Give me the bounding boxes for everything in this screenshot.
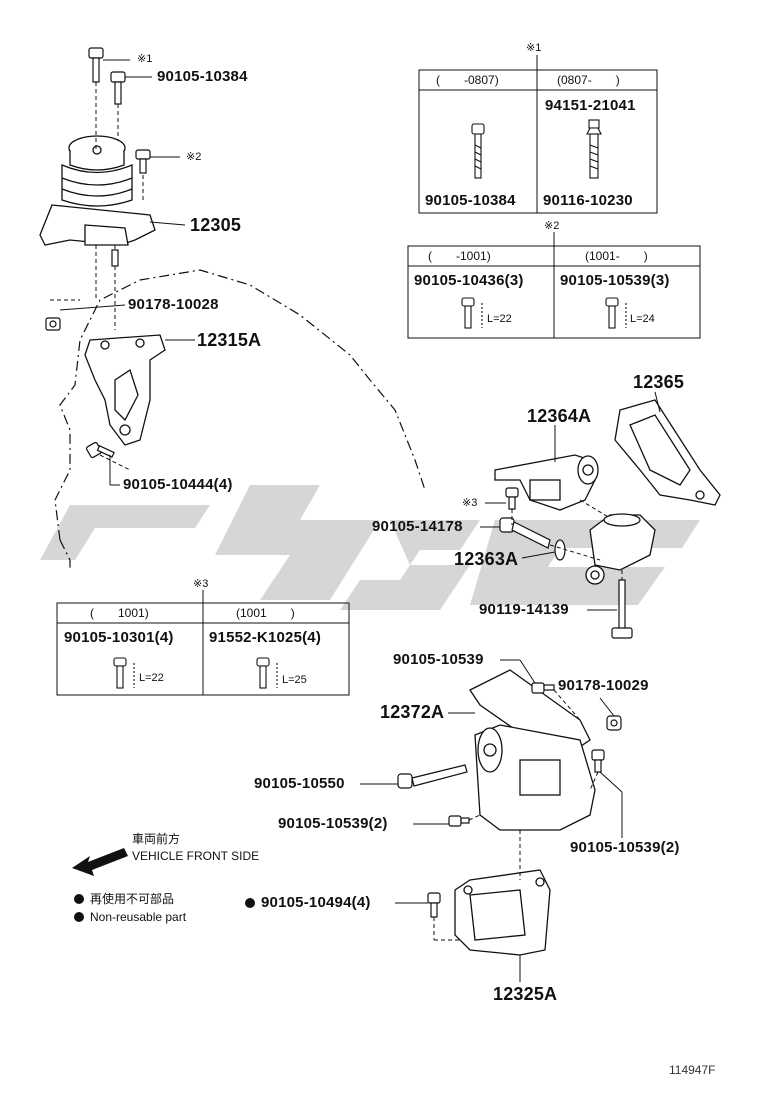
bracket-12372A <box>469 669 596 831</box>
table2-bolt-right <box>605 297 627 329</box>
bolt-90105-10444 <box>85 441 115 459</box>
cover-12365 <box>614 399 721 506</box>
mark-1-table: ※1 <box>526 42 542 54</box>
table-markers <box>536 55 555 246</box>
part-90105-10539: 90105-10539 <box>393 651 484 668</box>
table3-col2-header: (1001 ) <box>236 606 295 620</box>
table2-col1-length: L=22 <box>487 313 512 325</box>
table3-col1-length: L=22 <box>139 672 164 684</box>
mark-3-table: ※3 <box>193 578 209 590</box>
engine-outline <box>54 269 426 570</box>
part-90178-10028: 90178-10028 <box>128 296 219 313</box>
non-reusable-dot-icon <box>245 898 255 908</box>
legend-dot-icon-2 <box>74 912 84 922</box>
mark-1-bolt: ※1 <box>137 53 153 65</box>
part-90105-10444: 90105-10444(4) <box>123 476 233 493</box>
bracket-12315A <box>84 334 166 446</box>
engine-mount-12305 <box>39 135 156 246</box>
table2-bolt-left <box>461 297 483 329</box>
bracket-12325A <box>454 869 551 956</box>
document-id: 114947F <box>669 1063 716 1077</box>
table2-col2-header: (1001- ) <box>585 249 648 263</box>
washer-12363A <box>554 539 566 561</box>
bolt-m1 <box>88 47 104 83</box>
assembly-lines-lower <box>433 499 623 941</box>
table1-col2-part-bottom: 90116-10230 <box>543 192 633 209</box>
part-90105-10494-label: 90105-10494(4) <box>261 894 371 911</box>
table2-col1-header: ( -1001) <box>428 249 491 263</box>
bolt-90105-14178 <box>499 517 551 549</box>
bolt-90105-10550 <box>397 764 468 789</box>
bolt-m2 <box>135 149 151 174</box>
bracket-12364A <box>494 454 599 511</box>
part-12325A: 12325A <box>493 984 558 1004</box>
table3-bolt-right <box>256 657 278 689</box>
legend-front-en: VEHICLE FRONT SIDE <box>132 849 260 863</box>
table1-border <box>418 69 658 214</box>
part-12363A: 12363A <box>454 549 519 569</box>
bolt-90105-10539-b <box>448 815 470 827</box>
part-90105-10384: 90105-10384 <box>157 68 248 85</box>
part-90178-10029: 90178-10029 <box>558 677 649 694</box>
leader-lines <box>59 59 661 982</box>
mark-2-bolt: ※2 <box>186 151 202 163</box>
nut-90178-10029 <box>606 715 622 731</box>
mark-2-table: ※2 <box>544 220 560 232</box>
legend-front-jp: 車両前方 <box>132 832 181 846</box>
table1-col1-part: 90105-10384 <box>425 192 516 209</box>
bolt-90105-10494 <box>427 892 441 918</box>
legend-nonreuse-en-label: Non-reusable part <box>90 910 187 924</box>
table1-col1-header: ( -0807) <box>436 73 499 87</box>
legend-dot-icon <box>74 894 84 904</box>
mount-12363A <box>585 513 656 585</box>
table2-col2-part: 90105-10539(3) <box>560 272 670 289</box>
vehicle-front-arrow-icon <box>72 848 128 876</box>
table3-bolt-left <box>113 657 135 689</box>
part-90105-10550: 90105-10550 <box>254 775 345 792</box>
part-90119-14139: 90119-14139 <box>479 601 569 618</box>
part-12365: 12365 <box>633 372 685 392</box>
legend-nonreuse-jp-label: 再使用不可部品 <box>90 892 175 906</box>
table1-bolt-left <box>471 123 485 179</box>
table1-col2-header: (0807- ) <box>557 73 620 87</box>
table1-bolt-right <box>586 119 602 179</box>
table2-col2-length: L=24 <box>630 313 655 325</box>
part-12315A: 12315A <box>197 330 262 350</box>
bolt-90105-10539-a <box>531 682 555 694</box>
part-90105-14178: 90105-14178 <box>372 518 463 535</box>
table3-col1-part: 90105-10301(4) <box>64 629 174 646</box>
legend-nonreuse-en: Non-reusable part <box>74 911 186 924</box>
table2-col1-part: 90105-10436(3) <box>414 272 524 289</box>
part-12372A: 12372A <box>380 702 445 722</box>
table3-border <box>56 590 350 696</box>
nut-90178-10028 <box>45 317 61 331</box>
bolt-90105-10384 <box>110 71 126 105</box>
table3-col2-part: 91552-K1025(4) <box>209 629 322 646</box>
mount-stud <box>111 249 119 267</box>
part-90105-10539-2-right: 90105-10539(2) <box>570 839 680 856</box>
bolt-90105-10539-c <box>591 749 605 773</box>
part-12305: 12305 <box>190 215 242 235</box>
bolt-m3 <box>505 487 519 510</box>
mark-3-bolt: ※3 <box>462 497 478 509</box>
table3-col2-length: L=25 <box>282 674 307 686</box>
legend-nonreuse-jp: 再使用不可部品 <box>74 893 174 906</box>
part-12364A: 12364A <box>527 406 592 426</box>
part-90105-10494: 90105-10494(4) <box>245 895 371 911</box>
table1-col2-part-top: 94151-21041 <box>545 97 636 114</box>
table3-col1-header: ( 1001) <box>90 606 149 620</box>
part-90105-10539-2-left: 90105-10539(2) <box>278 815 388 832</box>
